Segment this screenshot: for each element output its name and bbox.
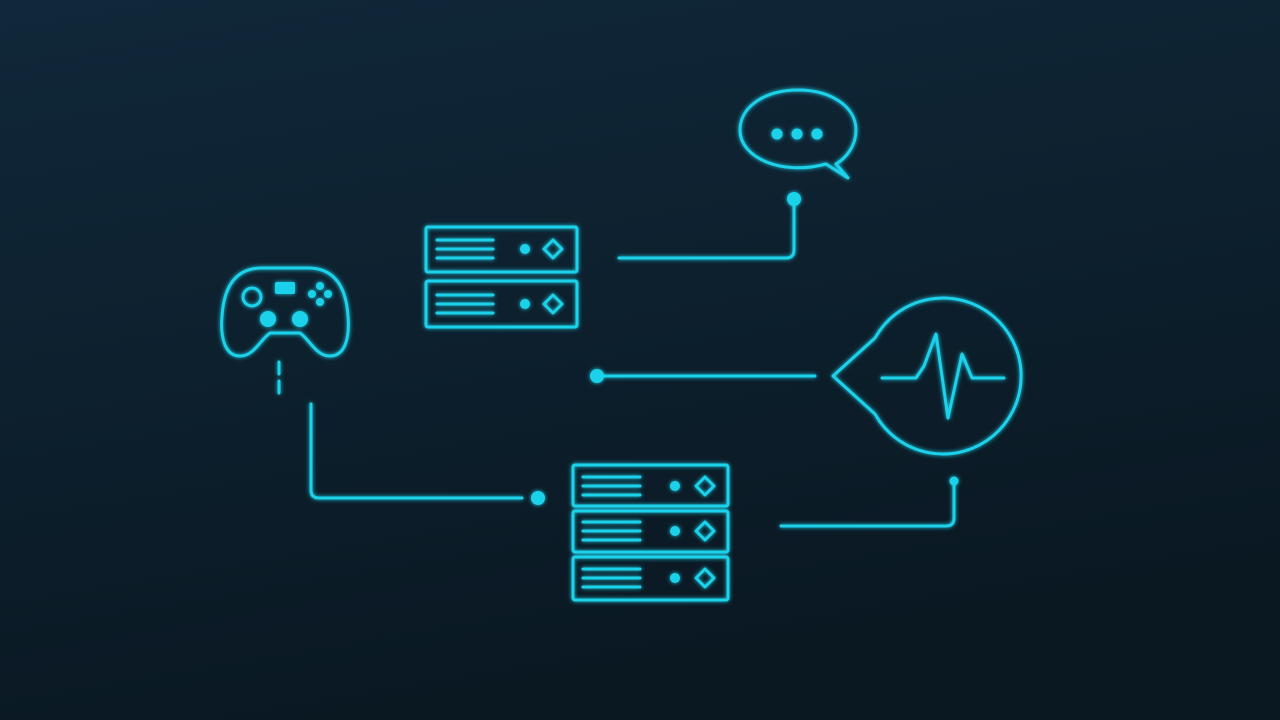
connector-line [779,476,959,528]
gamepad-icon [220,266,350,395]
connector-line [309,402,545,505]
connector-line [617,192,801,260]
server-stack-icon [571,463,730,602]
server-unit [424,225,579,274]
server-unit [571,555,730,602]
heartbeat-monitor-icon [831,296,1023,456]
chat-bubble-icon [738,88,858,180]
server-unit [424,279,579,329]
server-stack-icon [424,225,579,329]
connector-line [590,369,817,383]
server-unit [571,509,730,554]
server-unit [571,463,730,508]
